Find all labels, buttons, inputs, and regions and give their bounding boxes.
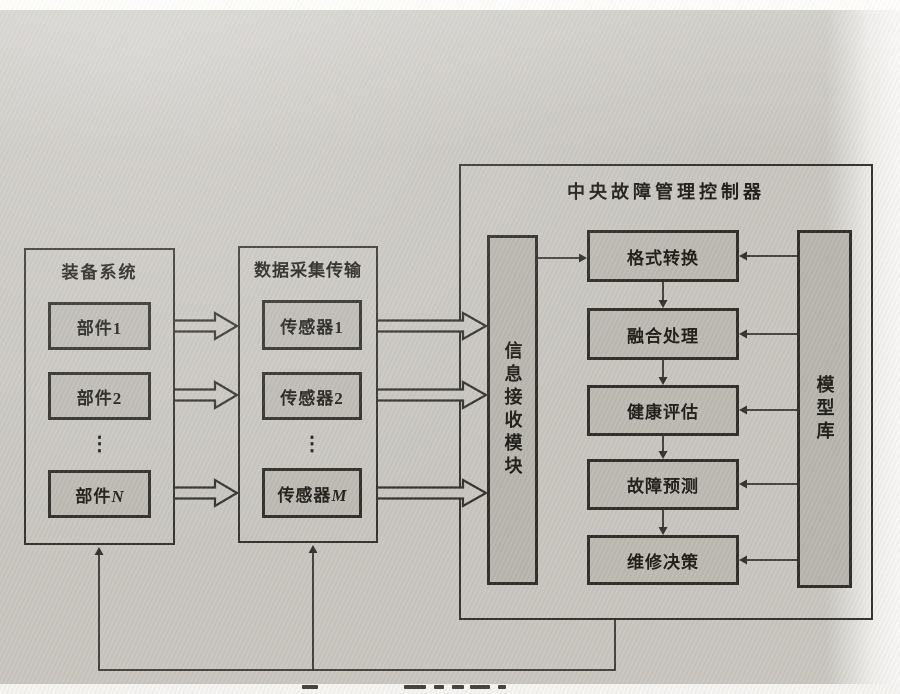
hollow-arrow-comp2-to-sensor2 (175, 380, 240, 410)
photo-bottom-margin (0, 684, 900, 694)
central-controller-title: 中央故障管理控制器 (567, 182, 765, 202)
model-library-label: 模型库 (814, 374, 835, 444)
caption-glyph-top (434, 685, 444, 689)
sensor-m-box: 传感器M (262, 468, 362, 518)
sensor-ellipsis: ⋮ (302, 433, 322, 455)
sensor-2-box: 传感器2 (262, 372, 362, 420)
hollow-arrow-compn-to-sensorm (175, 478, 240, 508)
hollow-arrow-comp1-to-sensor1 (175, 311, 240, 341)
component-1-box: 部件1 (48, 302, 151, 350)
step-health-assessment-box: 健康评估 (587, 385, 739, 436)
step-maintenance-decision-label: 维修决策 (627, 552, 699, 572)
caption-glyph-top (452, 685, 464, 689)
sensor-2-label: 传感器2 (280, 388, 344, 408)
step-health-assessment-label: 健康评估 (627, 403, 699, 422)
equipment-system-title: 装备系统 (61, 263, 138, 282)
component-2-box: 部件2 (48, 372, 151, 420)
data-acquisition-title: 数据采集传输 (254, 261, 362, 280)
photo-top-margin (0, 0, 900, 10)
step-format-conversion-label: 格式转换 (627, 248, 699, 268)
step-maintenance-decision-box: 维修决策 (587, 535, 739, 585)
step-fault-prediction-label: 故障预测 (627, 477, 699, 496)
info-receiver-module-label: 信息接收模块 (502, 341, 523, 479)
sensor-1-box: 传感器1 (262, 300, 362, 350)
clipped-figure-caption (298, 685, 628, 691)
component-2-label: 部件2 (76, 388, 123, 408)
step-fusion-processing-label: 融合处理 (627, 326, 699, 346)
step-fusion-processing-box: 融合处理 (587, 308, 739, 360)
sensor-1-label: 传感器1 (280, 317, 344, 337)
equipment-system-box: 装备系统 (24, 248, 175, 545)
caption-glyph-top (302, 685, 318, 689)
caption-glyph-top (404, 685, 426, 689)
sensor-m-label: 传感器M (277, 485, 347, 505)
caption-glyph-top (498, 685, 506, 689)
component-n-box: 部件N (48, 470, 151, 518)
step-format-conversion-box: 格式转换 (587, 230, 739, 282)
info-receiver-module-box: 信息接收模块 (487, 235, 538, 585)
caption-glyph-top (470, 685, 490, 689)
component-ellipsis: ⋮ (89, 433, 110, 455)
model-library-box: 模型库 (797, 230, 852, 588)
component-n-label: 部件N (75, 486, 124, 506)
component-1-label: 部件1 (76, 318, 123, 338)
step-fault-prediction-box: 故障预测 (587, 459, 739, 510)
